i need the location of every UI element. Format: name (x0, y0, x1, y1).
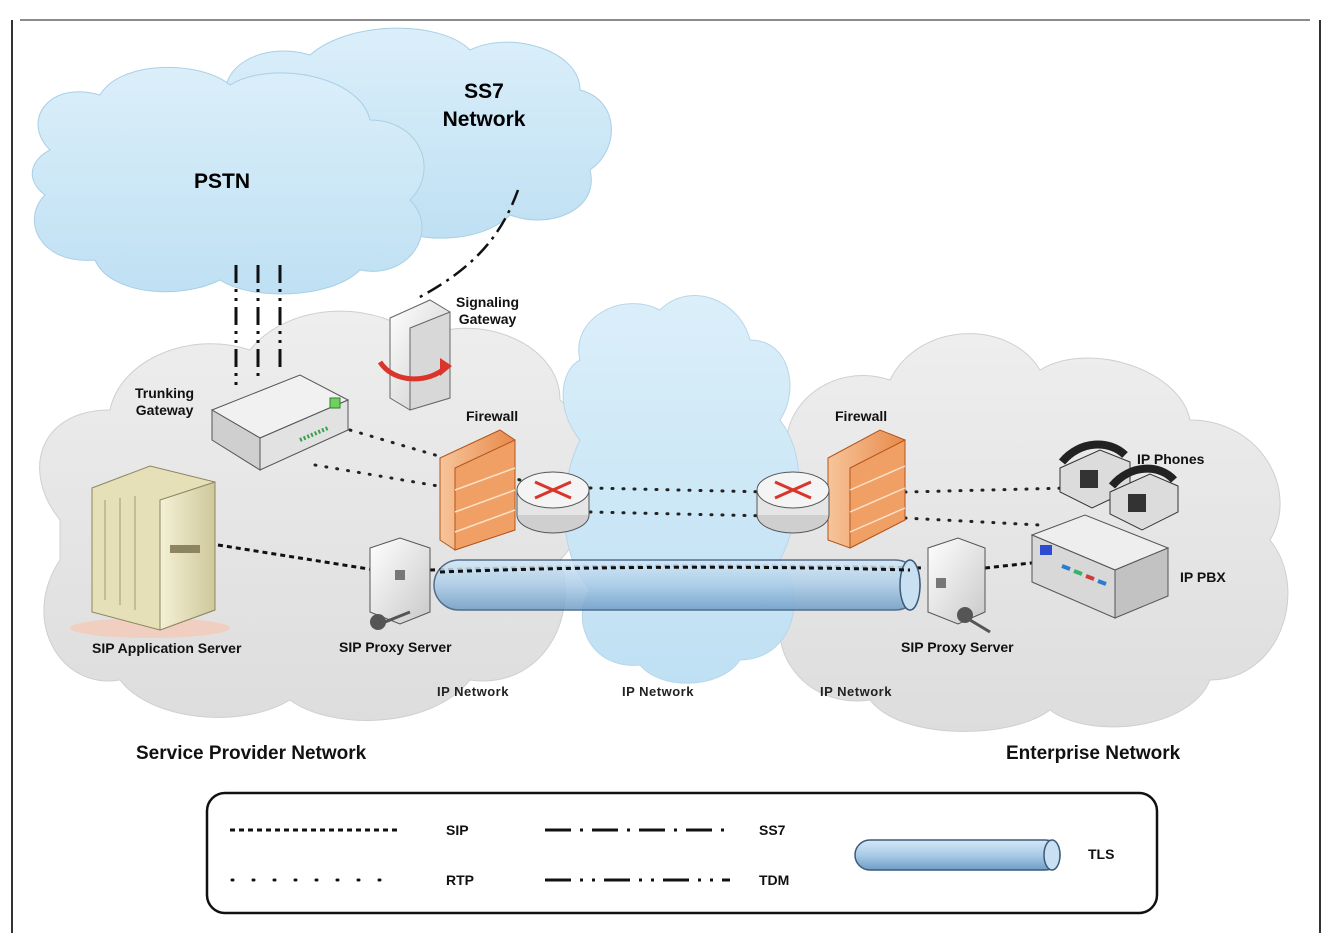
ss7-link (417, 189, 520, 300)
ip-pbx-label: IP PBX (1180, 569, 1226, 585)
trunking-gateway-label: Trunking Gateway (135, 385, 195, 418)
legend-ss7-label: SS7 (759, 822, 786, 838)
service-provider-network-label: Service Provider Network (136, 743, 367, 764)
ip-phone-icon (1108, 464, 1179, 531)
signaling-gateway-icon (377, 299, 452, 411)
legend-tdm-label: TDM (759, 872, 790, 888)
pstn-label: PSTN (194, 170, 250, 193)
legend-box (205, 791, 1159, 915)
router-right-icon (756, 471, 830, 534)
ip-network-center-label: IP Network (622, 684, 694, 699)
firewall-right-label: Firewall (835, 408, 888, 424)
firewall-left-label: Firewall (466, 408, 519, 424)
ip-phones-label: IP Phones (1137, 451, 1205, 467)
enterprise-cloud (763, 333, 1289, 732)
ss7-label-line2: Network (443, 108, 526, 131)
enterprise-network-label: Enterprise Network (1006, 743, 1181, 764)
legend-tls-label: TLS (1088, 846, 1115, 862)
sip-proxy-server-right-icon (927, 537, 991, 634)
signaling-gateway-label: Signaling Gateway (456, 294, 519, 327)
legend-tls-tube (854, 839, 1061, 871)
legend-sip-label: SIP (446, 822, 469, 838)
firewall-right-icon (827, 429, 906, 549)
ip-network-right-label: IP Network (820, 684, 892, 699)
rtp-links (313, 428, 1072, 527)
firewall-left-icon (439, 429, 516, 551)
trunking-gateway-icon (210, 374, 350, 471)
sip-proxy-server-left-label: SIP Proxy Server (339, 639, 452, 655)
pstn-cloud (31, 66, 425, 295)
sip-application-server-label: SIP Application Server (92, 640, 242, 656)
sip-proxy-server-left-icon (369, 537, 431, 630)
tls-tunnel (433, 559, 921, 611)
legend-rtp-label: RTP (446, 872, 474, 888)
sip-proxy-server-right-label: SIP Proxy Server (901, 639, 1014, 655)
router-left-icon (516, 471, 590, 534)
ip-pbx-icon (1030, 514, 1170, 619)
tdm-lines (234, 265, 282, 385)
ss7-label-line1: SS7 (464, 80, 504, 103)
sip-application-server-icon (70, 465, 230, 638)
ip-network-left-label: IP Network (437, 684, 509, 699)
